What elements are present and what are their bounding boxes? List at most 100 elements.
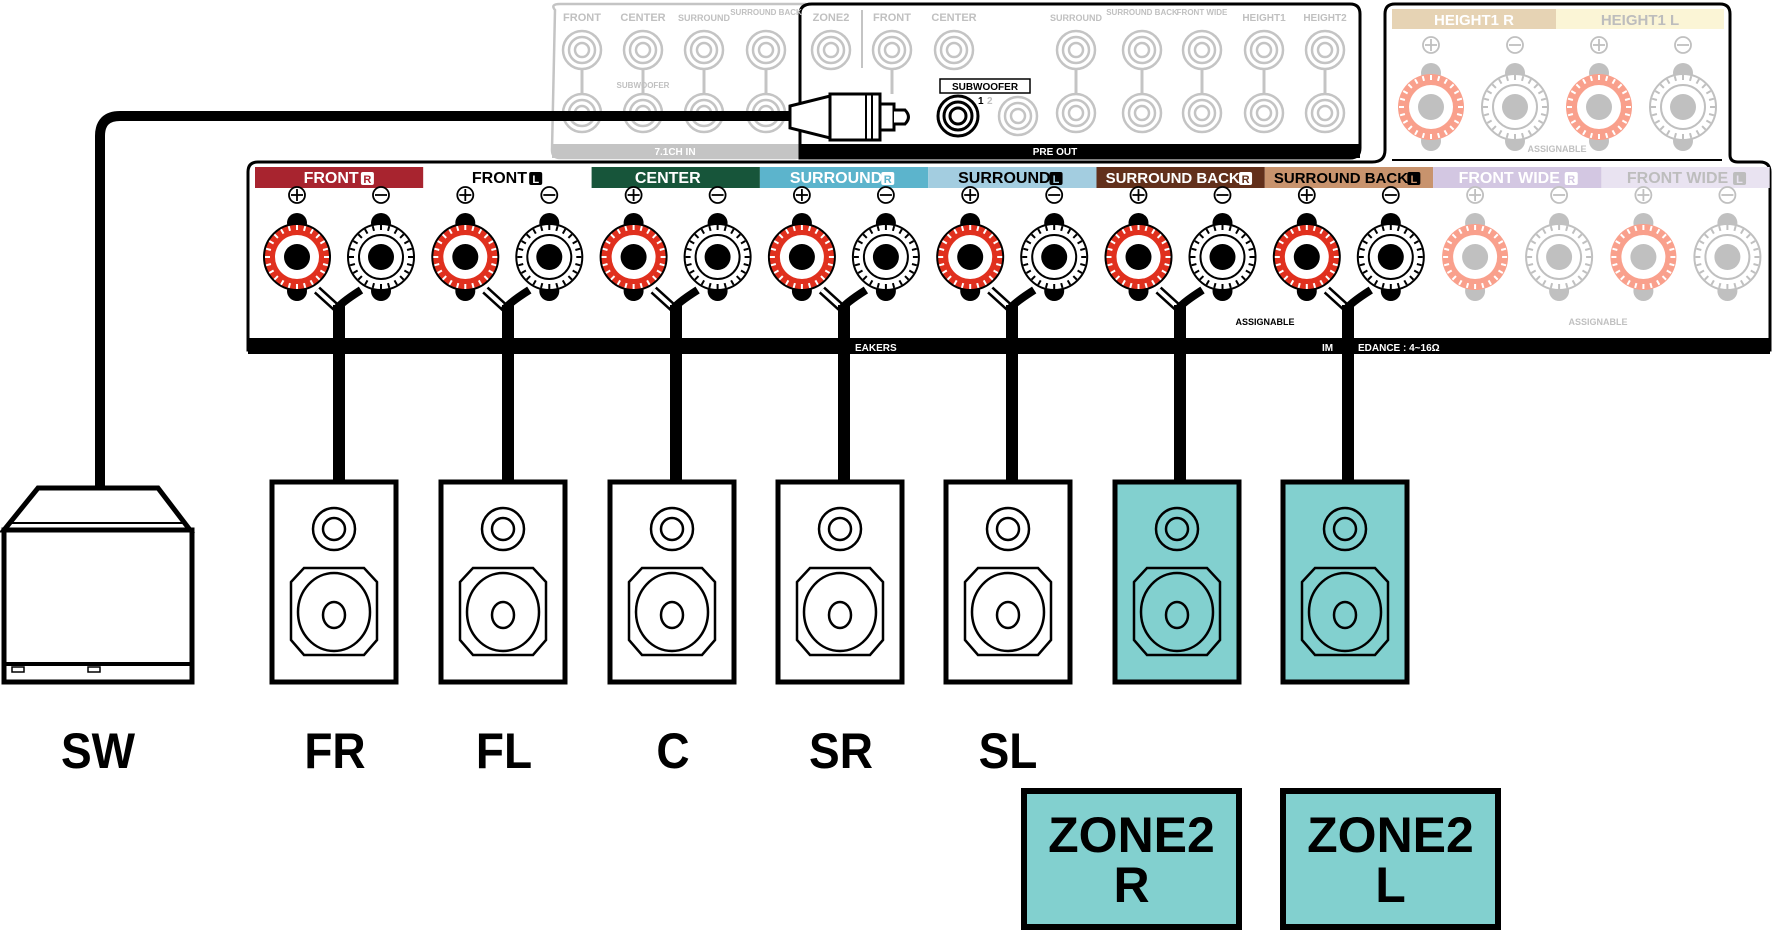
side-badge [1733, 172, 1747, 185]
preout-title-bar [800, 144, 1360, 158]
terminal-positive[interactable] [1104, 213, 1173, 301]
cables [333, 305, 1354, 485]
height-terminal[interactable] [1481, 63, 1549, 151]
subwoofer-2-jack [997, 95, 1039, 137]
preout-label-front-wide: FRONT WIDE [1177, 8, 1228, 17]
bar-text-impedance: EDANCE : 4~16Ω [1358, 343, 1440, 354]
preout-label-surround: SURROUND [1050, 13, 1103, 23]
speaker-cable [333, 305, 345, 485]
height-terminal[interactable] [1398, 63, 1464, 151]
terminal-negative[interactable] [515, 213, 584, 301]
terminal-negative[interactable] [1525, 213, 1594, 301]
input-label-surround-back: SURROUND BACK [730, 8, 802, 17]
speaker-icon-z2l [1280, 479, 1410, 685]
terminal-negative[interactable] [851, 213, 920, 301]
zone2-l-line2: L [1375, 857, 1406, 913]
terminal-negative[interactable] [1020, 213, 1089, 301]
terminal-negative[interactable] [1356, 213, 1425, 301]
speaker-icon-c [607, 479, 737, 685]
channel-band [591, 167, 760, 188]
channel-band [1264, 167, 1434, 188]
terminal-positive[interactable] [1442, 213, 1509, 301]
side-badge [1564, 172, 1578, 185]
side-badge-label: L [1410, 174, 1417, 186]
plus-symbol-icon [624, 186, 643, 204]
minus-symbol-icon [372, 186, 390, 204]
speaker-cable [838, 305, 850, 485]
assignable-label-1: ASSIGNABLE [1235, 317, 1294, 327]
channel-band [423, 167, 592, 188]
side-badge-label: L [532, 174, 539, 186]
rca-jack-icon [745, 29, 787, 71]
height-terminal[interactable] [1649, 63, 1717, 151]
side-badge-label: R [1242, 174, 1250, 186]
speaker-label-sl: SL [978, 723, 1038, 779]
speaker-cable [502, 305, 514, 485]
speaker-cable [1006, 305, 1018, 485]
side-badge-label: R [884, 174, 892, 186]
plus-symbol-icon [456, 186, 475, 204]
terminal-positive[interactable] [431, 213, 500, 301]
rca-jack-icon [810, 29, 852, 71]
subwoofer-cable [95, 92, 980, 490]
channel-band [1096, 167, 1265, 188]
terminal-negative[interactable] [1693, 213, 1762, 301]
speaker-label-sw: SW [60, 723, 136, 779]
speaker-label-fr: FR [304, 723, 366, 779]
terminal-positive[interactable] [599, 213, 668, 301]
zone2-l-line1: ZONE2 [1307, 807, 1474, 863]
minus-symbol-icon [1381, 186, 1400, 204]
speaker-cable [1342, 305, 1354, 485]
bar-text-speakers: EAKERS [855, 343, 897, 354]
inputs-title-bar [552, 144, 805, 158]
terminal-negative[interactable] [683, 213, 752, 301]
speaker-icon-fr [269, 479, 399, 685]
minus-symbol-icon [1550, 186, 1568, 204]
terminal-positive[interactable] [263, 213, 331, 301]
height-terminal[interactable] [1566, 63, 1632, 151]
preout-label-zone2: ZONE2 [813, 12, 850, 24]
side-badge-label: R [1567, 174, 1575, 186]
terminal-positive[interactable] [1272, 213, 1341, 301]
side-badge [360, 172, 374, 185]
preout-label-front: FRONT [873, 12, 911, 24]
channel-label: FRONT WIDE [1627, 170, 1729, 187]
channel-label: SURROUND [790, 170, 882, 187]
preout-title: PRE OUT [1033, 147, 1077, 158]
zone2-l-box: ZONE2 L [1280, 788, 1501, 930]
side-badge [1049, 172, 1063, 185]
minus-symbol-icon [540, 186, 559, 204]
terminal-positive[interactable] [936, 213, 1005, 301]
bar-text-im: IM [1322, 343, 1333, 354]
channel-label: SURROUND [958, 170, 1050, 187]
subwoofer-num-2: 2 [987, 96, 993, 107]
preout-label-height1: HEIGHT1 [1242, 13, 1286, 24]
preout-label-height2: HEIGHT2 [1303, 13, 1347, 24]
side-badge-label: L [1736, 174, 1743, 186]
side-badge-label: R [363, 174, 371, 186]
channel-label: SURROUND BACK [1106, 170, 1240, 187]
zone2-r-line1: ZONE2 [1048, 807, 1215, 863]
input-label-center: CENTER [620, 12, 665, 24]
height1-l-band [1556, 9, 1724, 29]
minus-symbol-icon [1718, 186, 1737, 204]
side-badge [1407, 172, 1421, 185]
plus-symbol-icon [1590, 36, 1608, 54]
height-assignable: ASSIGNABLE [1527, 144, 1586, 154]
terminal-positive[interactable] [1610, 213, 1677, 301]
terminal-negative[interactable] [347, 213, 415, 301]
preout-label-center: CENTER [931, 12, 976, 24]
height1-r-label: HEIGHT1 R [1434, 12, 1514, 29]
minus-symbol-icon [1506, 36, 1524, 54]
speaker-icon-sl [943, 479, 1073, 685]
terminal-positive[interactable] [767, 213, 836, 301]
side-badge [529, 172, 543, 185]
plus-symbol-icon [1466, 186, 1484, 204]
speaker-icon-fl [438, 479, 568, 685]
preout-label-surround-back: SURROUND BACK [1106, 8, 1178, 17]
speaker-icon-sr [775, 479, 905, 685]
plus-symbol-icon [1129, 186, 1148, 204]
terminal-negative[interactable] [1188, 213, 1257, 301]
